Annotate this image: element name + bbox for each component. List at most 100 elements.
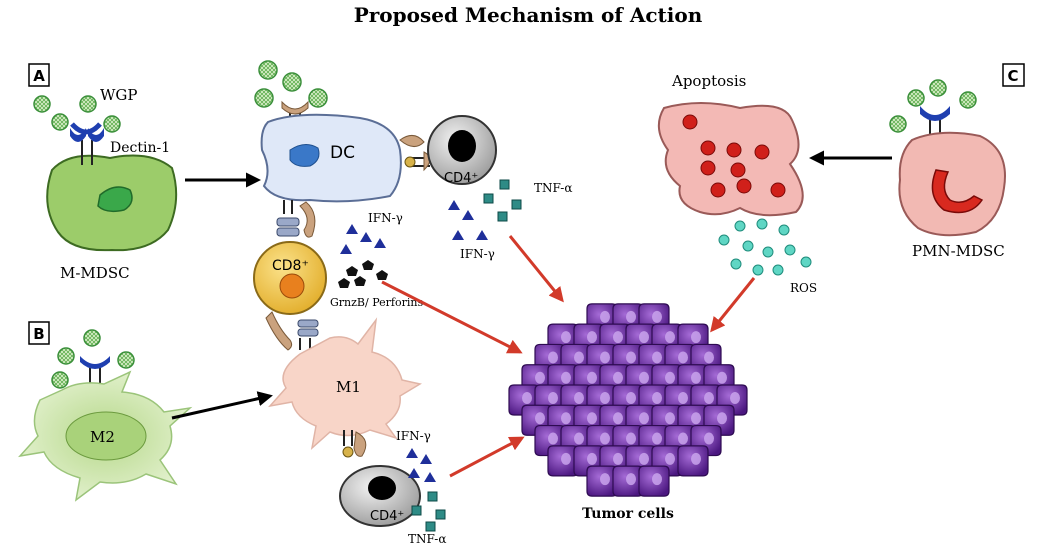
- ifn-top-left-label: IFN-γ: [368, 211, 403, 225]
- ros-beads: [718, 218, 812, 276]
- wgp-particles-a: [33, 95, 121, 133]
- tumor-cell-nucleus: [626, 392, 636, 404]
- tumor-cell-nucleus: [587, 412, 597, 425]
- tumor-cell-nucleus: [691, 331, 701, 344]
- tumor-cell-nucleus: [561, 331, 571, 344]
- tumor-cell-nucleus: [600, 310, 610, 323]
- panel-b-label: B: [28, 321, 50, 345]
- tumor-cell-nucleus: [704, 392, 714, 404]
- tumor-cell-nucleus: [561, 371, 571, 384]
- svg-text:B: B: [33, 325, 44, 343]
- dc-cd4-synapse: [399, 135, 431, 172]
- tumor-cell-nucleus: [678, 351, 688, 364]
- wgp-label: WGP: [100, 86, 138, 104]
- tumor-cell-nucleus: [587, 452, 597, 465]
- tumor-cell-nucleus: [691, 371, 701, 384]
- tumor-cell-nucleus: [678, 432, 688, 445]
- arrow-m2-to-m1: [171, 391, 273, 420]
- tumor-cell-nucleus: [600, 432, 610, 445]
- granzyme-icons: [338, 260, 388, 288]
- tumor-cell-nucleus: [600, 392, 610, 404]
- ifn-triangles-top-right: [448, 200, 488, 240]
- tumor-cell-nucleus: [613, 371, 623, 384]
- tumor-cell-nucleus: [639, 412, 649, 425]
- tumor-cell-nucleus: [613, 452, 623, 465]
- tumor-cell-nucleus: [652, 392, 662, 404]
- arrow-cd8-to-tumor: [381, 280, 523, 354]
- tumor-cell-nucleus: [652, 351, 662, 364]
- tumor-cluster: [508, 303, 748, 497]
- m1-label: M1: [336, 378, 361, 396]
- tumor-cell-nucleus: [652, 432, 662, 445]
- ifn-bottom-label: IFN-γ: [396, 429, 431, 443]
- pmn-mdsc-label: PMN-MDSC: [912, 242, 1005, 260]
- tumor-cell-nucleus: [678, 392, 688, 404]
- panel-c-label: C: [1002, 63, 1025, 87]
- tumor-cell-nucleus: [561, 412, 571, 425]
- tumor-cell-nucleus: [639, 452, 649, 465]
- tumor-cell-nucleus: [548, 351, 558, 364]
- arrow-cd4-top-to-tumor: [508, 235, 564, 303]
- tumor-cell-nucleus: [626, 473, 636, 486]
- tumor-cell-nucleus: [574, 351, 584, 364]
- m-mdsc-label: M-MDSC: [60, 264, 130, 282]
- cd4-bottom-label: CD4⁺: [370, 509, 404, 524]
- dc-label: DC: [330, 143, 355, 163]
- tnf-top-label: TNF-α: [534, 181, 572, 195]
- ros-label: ROS: [790, 281, 817, 295]
- grnz-label: GrnzB/ Perforins: [330, 296, 423, 309]
- apoptotic-cell: [657, 102, 804, 217]
- tumor-cell-nucleus: [613, 331, 623, 344]
- dc-cd8-synapse: [276, 200, 316, 238]
- tumor-label: Tumor cells: [582, 506, 674, 522]
- wgp-particles-b: [51, 329, 135, 389]
- m1-cell: [267, 317, 422, 451]
- m2-cell: [18, 370, 193, 502]
- m-mdsc-cell: [46, 154, 178, 252]
- tumor-cell-nucleus: [613, 412, 623, 425]
- tumor-cell-nucleus: [535, 412, 545, 425]
- tumor-cell-nucleus: [626, 310, 636, 323]
- tumor-cell-nucleus: [600, 473, 610, 486]
- tumor-cell-nucleus: [717, 412, 727, 425]
- tumor-cell-nucleus: [691, 452, 701, 465]
- tumor-cell-nucleus: [548, 432, 558, 445]
- dectin-label: Dectin-1: [110, 140, 170, 156]
- apoptosis-label: Apoptosis: [671, 72, 746, 90]
- tumor-cell-nucleus: [600, 351, 610, 364]
- tumor-cell-nucleus: [587, 371, 597, 384]
- tumor-cell-nucleus: [665, 331, 675, 344]
- arrow-ros-to-tumor: [710, 277, 756, 333]
- svg-text:C: C: [1007, 67, 1018, 85]
- ifn-triangles-bottom: [406, 448, 436, 482]
- tumor-cell-nucleus: [574, 432, 584, 445]
- m1-cd4-synapse: [342, 430, 367, 458]
- ifn-triangles-cd8: [340, 224, 386, 254]
- tumor-cell-nucleus: [691, 412, 701, 425]
- tumor-cell-nucleus: [717, 371, 727, 384]
- tumor-cell-nucleus: [639, 371, 649, 384]
- tumor-cell-nucleus: [704, 351, 714, 364]
- receptor-stalks-a: [81, 140, 93, 165]
- cd8-m1-synapse: [265, 311, 319, 351]
- cd4-cell-bottom: [339, 465, 421, 527]
- arrow-cd4-bottom-to-tumor: [449, 436, 525, 478]
- tumor-cell-nucleus: [522, 392, 532, 404]
- pmn-mdsc-cell: [898, 131, 1006, 237]
- tumor-cell-nucleus: [548, 392, 558, 404]
- dectin-receptor-icon: [70, 122, 104, 142]
- tumor-cell-nucleus: [665, 412, 675, 425]
- tumor-cell-nucleus: [730, 392, 740, 404]
- tumor-cell-nucleus: [652, 310, 662, 323]
- tumor-cell-nucleus: [652, 473, 662, 486]
- tumor-cell-nucleus: [665, 452, 675, 465]
- tnf-squares-bottom: [411, 491, 446, 532]
- svg-text:A: A: [33, 67, 45, 85]
- cd4-cell-top: [427, 115, 497, 185]
- cd8-label: CD8⁺: [272, 258, 309, 274]
- tumor-cell-nucleus: [626, 432, 636, 445]
- wgp-particles-dc: [254, 60, 328, 108]
- tumor-cell-nucleus: [535, 371, 545, 384]
- tumor-cell-nucleus: [639, 331, 649, 344]
- tnf-bottom-label: TNF-α: [408, 532, 446, 546]
